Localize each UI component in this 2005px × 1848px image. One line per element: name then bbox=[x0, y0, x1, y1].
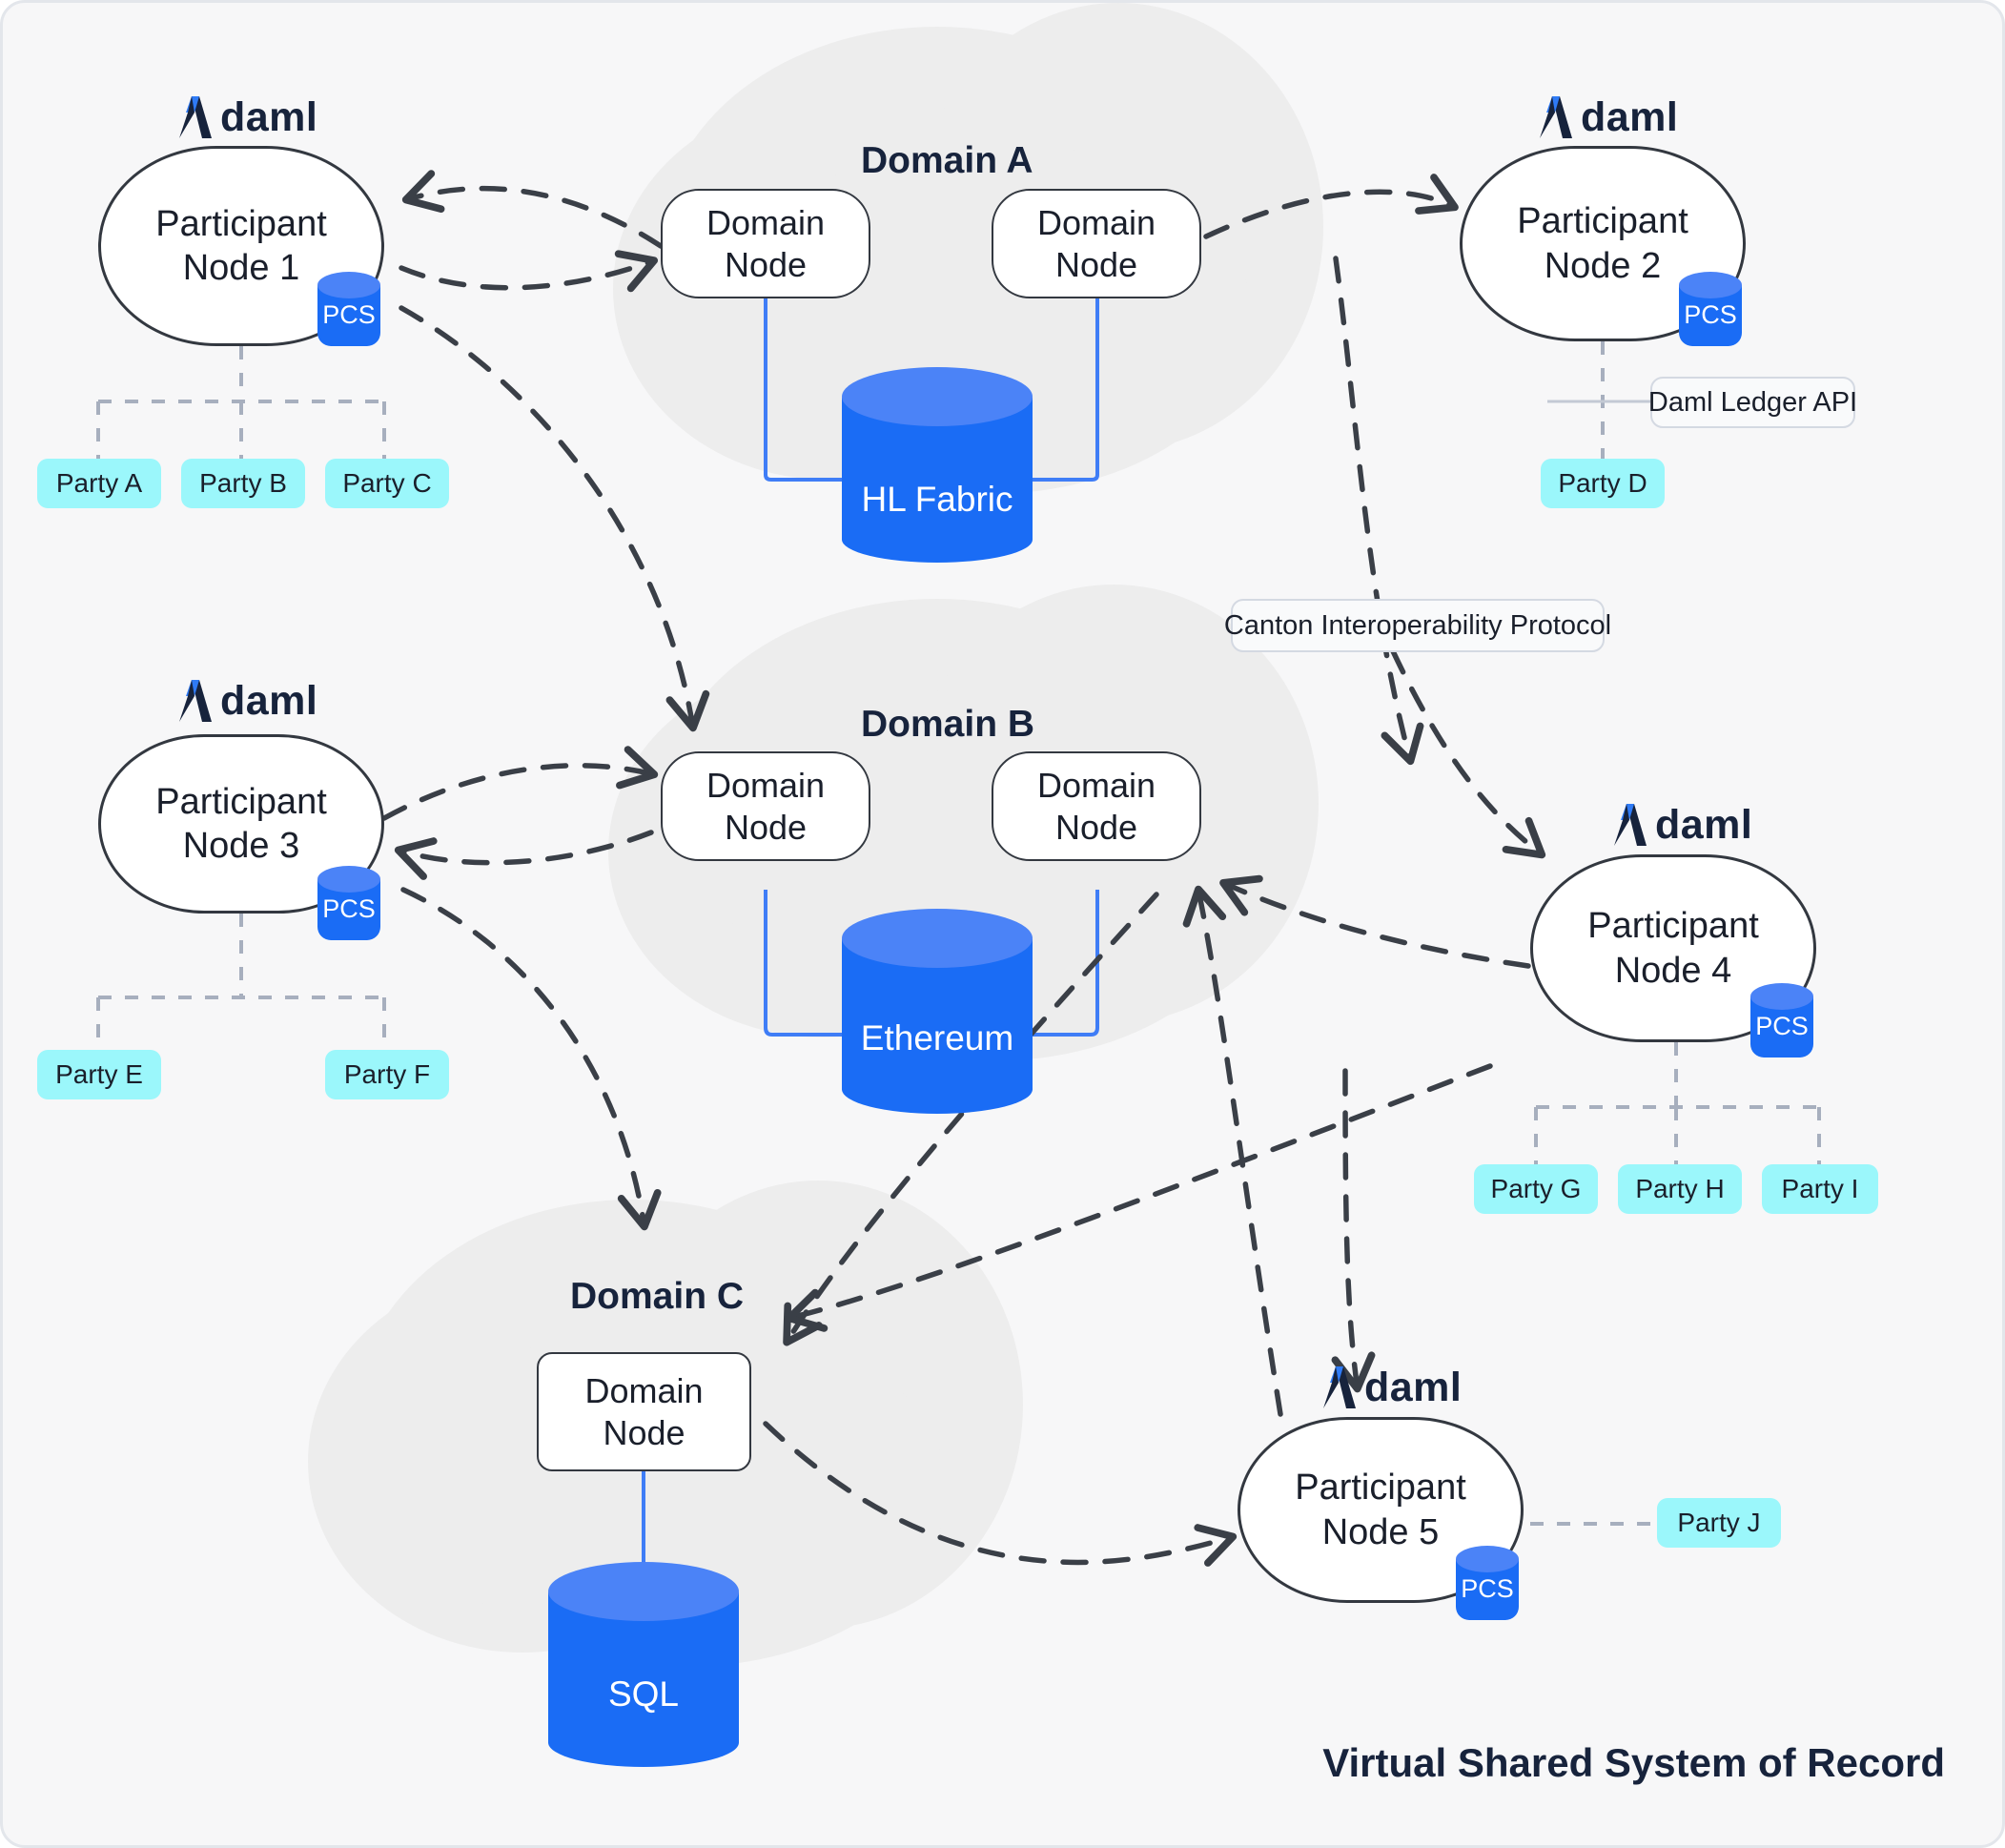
daml-mark-icon bbox=[179, 680, 212, 722]
pcs-label: PCS bbox=[1755, 1012, 1809, 1040]
pcs-top bbox=[1679, 272, 1742, 298]
ledger-cylinder-hl-fabric: HL Fabric bbox=[842, 367, 1033, 563]
link-pn1-to-domB bbox=[399, 305, 710, 732]
link-pn4-to-domB bbox=[1219, 874, 1531, 969]
party-chip-b[interactable]: Party B bbox=[181, 459, 305, 508]
link-domC-to-pn5 bbox=[763, 1421, 1238, 1567]
pcs-top bbox=[317, 272, 380, 298]
party-chip-e[interactable]: Party E bbox=[37, 1050, 161, 1099]
ledger-cylinder-sql: SQL bbox=[548, 1562, 739, 1767]
link-domB-left bbox=[764, 890, 842, 1037]
daml-logo-text: daml bbox=[1581, 94, 1679, 140]
daml-mark-icon bbox=[1323, 1366, 1356, 1408]
link-domC-right bbox=[1033, 890, 1099, 1037]
daml-logo-text: daml bbox=[1364, 1365, 1463, 1410]
interop-links bbox=[381, 170, 1546, 1567]
pcs-badge-pn5: PCS bbox=[1456, 1546, 1519, 1620]
daml-logo-pn3: daml bbox=[179, 680, 317, 722]
party-chip-d[interactable]: Party D bbox=[1541, 459, 1665, 508]
daml-logo-pn1: daml bbox=[179, 96, 317, 138]
link-canton-lower bbox=[1373, 610, 1546, 859]
pcs-label: PCS bbox=[322, 300, 376, 329]
link-pn3-to-domB bbox=[381, 746, 659, 821]
callout-daml-ledger-api: Daml Ledger API bbox=[1648, 377, 1857, 428]
domain-label-a: Domain A bbox=[861, 140, 1033, 181]
link-domA-right bbox=[1033, 298, 1099, 482]
link-domB-to-pn3 bbox=[394, 830, 654, 880]
link-pn4-to-pn5 bbox=[1331, 1068, 1376, 1393]
party-chip-a[interactable]: Party A bbox=[37, 459, 161, 508]
cylinder-label: Ethereum bbox=[860, 1018, 1014, 1057]
daml-mark-icon bbox=[179, 96, 212, 138]
pcs-top bbox=[317, 866, 380, 893]
link-pn1-to-domA bbox=[399, 250, 659, 293]
pcs-label: PCS bbox=[1461, 1574, 1514, 1603]
pcs-label: PCS bbox=[322, 894, 376, 923]
pcs-badge-pn1: PCS bbox=[317, 272, 380, 346]
pcs-badge-pn4: PCS bbox=[1750, 983, 1813, 1057]
link-pn4-to-domC bbox=[785, 1063, 1493, 1332]
cylinder-top bbox=[548, 1562, 739, 1621]
party-chip-h[interactable]: Party H bbox=[1618, 1164, 1742, 1214]
daml-logo-pn5: daml bbox=[1323, 1366, 1462, 1408]
party-chip-j[interactable]: Party J bbox=[1657, 1498, 1781, 1548]
cylinder-body bbox=[548, 1592, 739, 1767]
party-chip-i[interactable]: Party I bbox=[1762, 1164, 1878, 1214]
link-pn5-to-domB bbox=[1182, 885, 1283, 1417]
link-domB-to-domC bbox=[783, 892, 1159, 1346]
party-chip-f[interactable]: Party F bbox=[325, 1050, 449, 1099]
daml-mark-icon bbox=[1614, 804, 1647, 846]
daml-logo-pn4: daml bbox=[1614, 804, 1752, 846]
cylinder-top bbox=[842, 367, 1033, 426]
cylinder-top bbox=[842, 909, 1033, 968]
pcs-badge-pn2: PCS bbox=[1679, 272, 1742, 346]
link-domA-left bbox=[764, 298, 842, 482]
daml-logo-text: daml bbox=[1655, 802, 1753, 848]
cylinder-label: HL Fabric bbox=[861, 480, 1013, 519]
domain-label-c: Domain C bbox=[570, 1276, 745, 1317]
domain-label-b: Domain B bbox=[861, 704, 1035, 745]
callout-canton-protocol: Canton Interoperability Protocol bbox=[1224, 599, 1611, 652]
page-title: Virtual Shared System of Record bbox=[1322, 1740, 1945, 1785]
party-chip-g[interactable]: Party G bbox=[1474, 1164, 1598, 1214]
cylinder-body bbox=[842, 939, 1033, 1114]
ledger-cylinder-ethereum: Ethereum bbox=[842, 909, 1033, 1114]
pcs-top bbox=[1456, 1546, 1519, 1572]
daml-logo-text: daml bbox=[220, 94, 318, 140]
daml-logo-pn2: daml bbox=[1540, 96, 1678, 138]
daml-mark-icon bbox=[1540, 96, 1572, 138]
pcs-top bbox=[1750, 983, 1813, 1010]
link-canton-upper bbox=[1333, 256, 1424, 766]
daml-logo-text: daml bbox=[220, 678, 318, 724]
cylinder-label: SQL bbox=[607, 1674, 680, 1714]
link-domA-to-pn2 bbox=[1203, 174, 1459, 239]
party-chip-c[interactable]: Party C bbox=[325, 459, 449, 508]
ledger-links bbox=[642, 298, 1099, 1576]
pcs-label: PCS bbox=[1684, 300, 1737, 329]
pcs-badge-pn3: PCS bbox=[317, 866, 380, 940]
link-pn3-to-domC bbox=[400, 887, 662, 1231]
link-domA-to-pn1 bbox=[401, 170, 664, 249]
